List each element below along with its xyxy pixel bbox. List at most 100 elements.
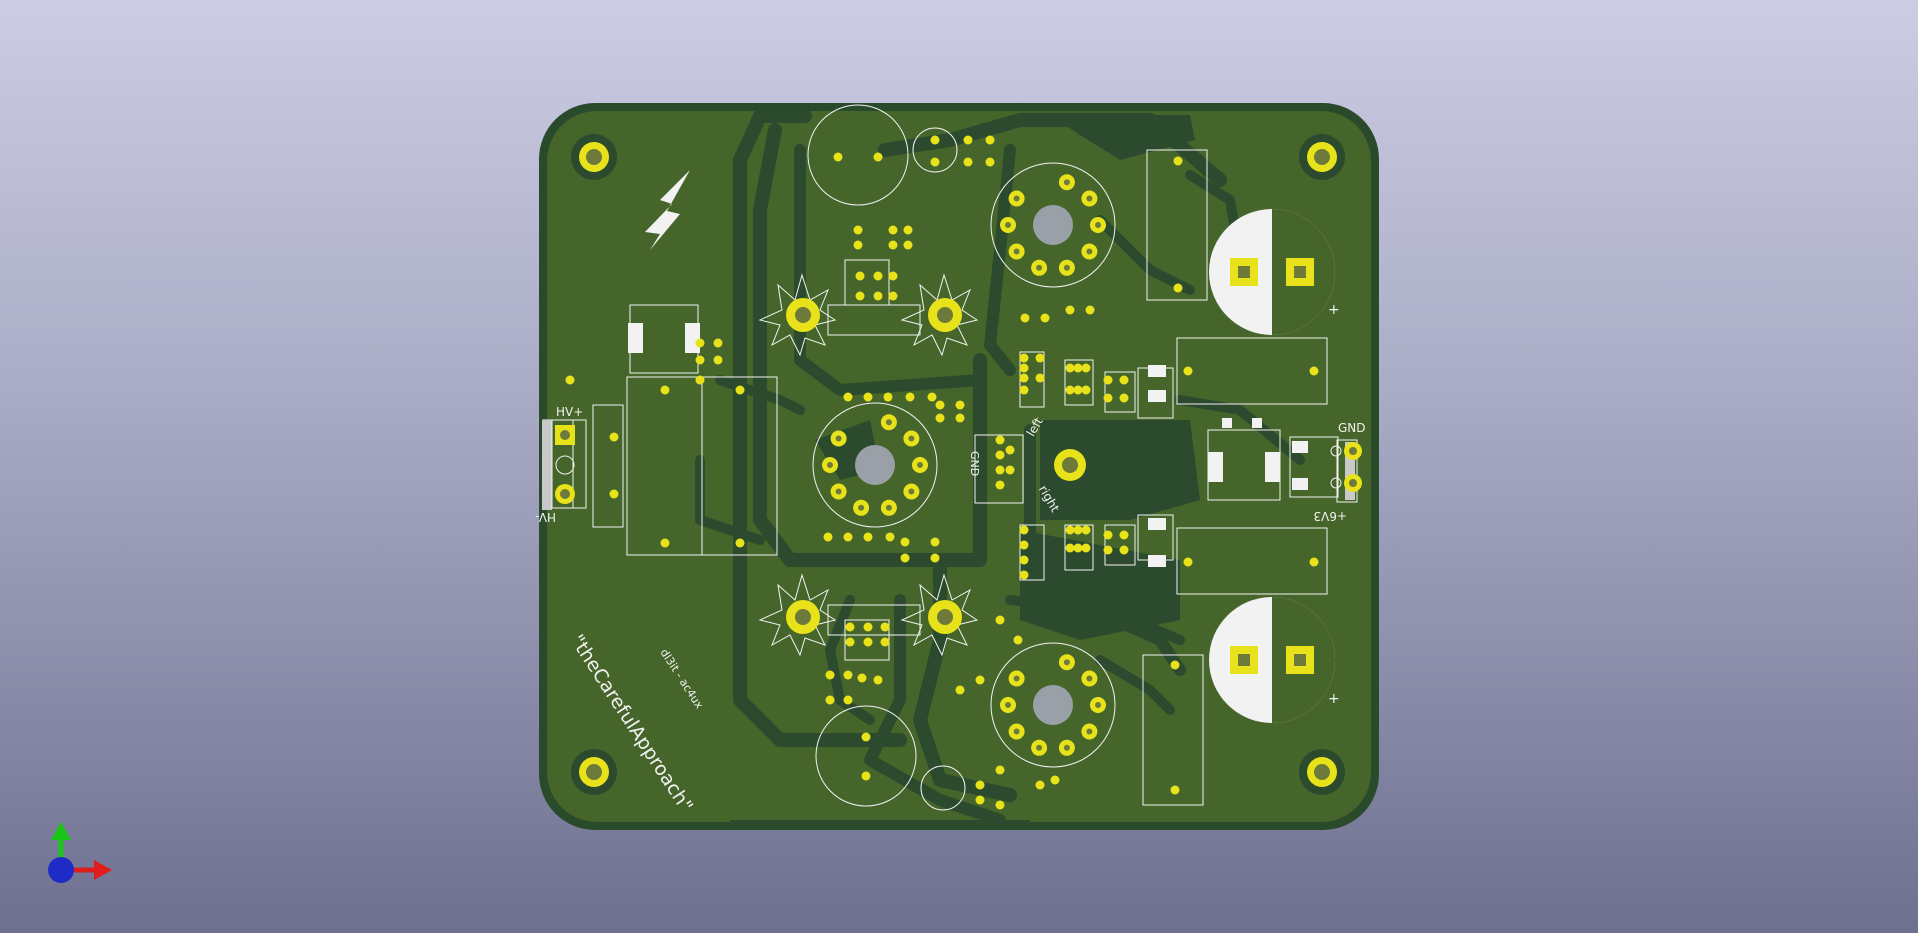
hv-connector xyxy=(542,419,587,510)
component-pad xyxy=(825,670,835,680)
capacitor-top xyxy=(1209,209,1335,335)
component-pad xyxy=(845,637,855,647)
component-pad xyxy=(1019,555,1029,565)
component-pad xyxy=(1119,530,1129,540)
component-pad xyxy=(853,225,863,235)
silk-gnd-center: GND xyxy=(968,451,981,476)
component-pad xyxy=(873,152,883,162)
component-pad xyxy=(888,271,898,281)
component-pad xyxy=(695,355,705,365)
component-pad xyxy=(1119,393,1129,403)
socket-pin-hole xyxy=(1013,675,1020,682)
socket-pin-hole xyxy=(1095,222,1101,228)
component-pad xyxy=(1081,543,1091,553)
mounting-hole-br xyxy=(1299,749,1345,795)
component-pad xyxy=(1309,557,1319,567)
component-pad xyxy=(735,538,745,548)
component-pad xyxy=(609,432,619,442)
socket-pin-hole xyxy=(917,462,923,468)
component-pad xyxy=(1019,525,1029,535)
component-pad xyxy=(985,157,995,167)
component-pad xyxy=(1173,156,1183,166)
component-pad xyxy=(1119,375,1129,385)
component-pad xyxy=(609,489,619,499)
component-pad xyxy=(1073,363,1083,373)
component-pad xyxy=(825,695,835,705)
heatsinks xyxy=(758,273,979,657)
mounting-hole-tr xyxy=(1299,134,1345,180)
component-pad xyxy=(863,637,873,647)
mounting-hole-bl xyxy=(571,749,617,795)
component-pad xyxy=(1183,366,1193,376)
component-pad xyxy=(1065,543,1075,553)
component-pad xyxy=(660,385,670,395)
component-pad xyxy=(1019,363,1029,373)
silk-gnd-right: GND xyxy=(1338,421,1366,435)
socket-pin-hole xyxy=(1086,195,1093,202)
component-pad xyxy=(857,673,867,683)
component-pad xyxy=(1081,525,1091,535)
component-pad xyxy=(1103,545,1113,555)
component-pad xyxy=(900,537,910,547)
component-pad xyxy=(975,675,985,685)
component-pad xyxy=(1065,305,1075,315)
component-pad xyxy=(1019,540,1029,550)
tube-socket-bot xyxy=(990,642,1116,768)
silk-plus-6v3: +6V3 xyxy=(1313,509,1347,523)
silk-hv-minus: HV- xyxy=(535,510,556,524)
component-pad xyxy=(823,532,833,542)
component-pad xyxy=(955,413,965,423)
component-pad xyxy=(995,765,1005,775)
component-pad xyxy=(863,532,873,542)
socket-pin-hole xyxy=(1036,744,1043,751)
component-pad xyxy=(1081,363,1091,373)
component-pad xyxy=(995,465,1005,475)
socket-pin-hole xyxy=(1086,248,1093,255)
xyz-axis-gizmo-icon[interactable] xyxy=(48,822,112,883)
socket-pin-hole xyxy=(1063,264,1070,271)
tube-sockets xyxy=(812,162,1116,768)
component-pad xyxy=(1103,375,1113,385)
component-pad xyxy=(1050,775,1060,785)
component-pad xyxy=(861,732,871,742)
component-pad xyxy=(1019,373,1029,383)
component-pad xyxy=(883,392,893,402)
component-pad xyxy=(861,771,871,781)
component-pad xyxy=(1065,525,1075,535)
component-pad xyxy=(903,240,913,250)
component-pad xyxy=(885,532,895,542)
tube-socket-mid xyxy=(812,402,938,528)
mounting-hole-tl xyxy=(571,134,617,180)
component-pad xyxy=(995,450,1005,460)
component-pad xyxy=(1170,660,1180,670)
component-pad xyxy=(905,392,915,402)
component-pad xyxy=(888,240,898,250)
socket-pin-hole xyxy=(1013,195,1020,202)
component-pad xyxy=(995,480,1005,490)
socket-pins xyxy=(822,174,1106,756)
component-pad xyxy=(963,135,973,145)
mounting-holes xyxy=(571,134,1345,795)
component-pad xyxy=(930,553,940,563)
component-pad xyxy=(1183,557,1193,567)
socket-pin-hole xyxy=(1086,675,1093,682)
component-pads xyxy=(565,135,1319,810)
component-pad xyxy=(880,637,890,647)
component-pad xyxy=(1035,373,1045,383)
component-pad xyxy=(843,670,853,680)
component-pad xyxy=(1019,353,1029,363)
silk-cap-plus-bottom: + xyxy=(1328,691,1340,707)
component-pad xyxy=(975,780,985,790)
component-pad xyxy=(843,392,853,402)
component-pad xyxy=(1103,530,1113,540)
component-pad xyxy=(1119,545,1129,555)
high-voltage-bolt-icon xyxy=(645,170,690,250)
component-pad xyxy=(930,135,940,145)
component-pad xyxy=(888,225,898,235)
socket-pin-hole xyxy=(885,504,892,511)
socket-pin-hole xyxy=(835,488,842,495)
silk-cap-plus-top: + xyxy=(1328,302,1340,318)
component-pad xyxy=(1019,385,1029,395)
